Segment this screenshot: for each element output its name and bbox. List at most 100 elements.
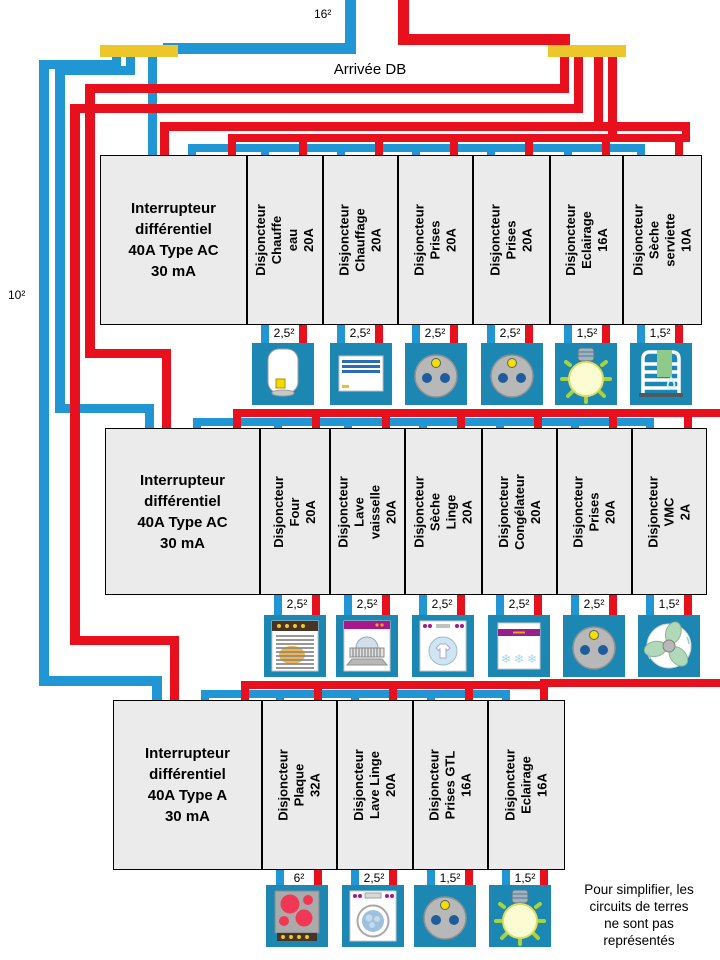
phase-wire-segment	[602, 325, 610, 343]
breaker-label-line: 20A	[519, 228, 535, 252]
outlet-icon	[405, 343, 467, 405]
neutral-wire-segment	[261, 325, 269, 343]
breaker-label-line: 20A	[602, 499, 618, 524]
neutral-wire-segment	[637, 325, 645, 343]
neutral-wire-segment	[345, 0, 356, 54]
busbar-right	[548, 45, 626, 57]
oven-icon	[264, 615, 326, 677]
neutral-wire-segment	[351, 870, 359, 885]
breaker-label-line: Disjoncteur	[275, 749, 291, 821]
wire-gauge-label: 2,5²	[431, 597, 453, 611]
phase-wire-segment	[299, 134, 307, 155]
breaker-label-line: Four	[287, 497, 303, 526]
breaker-label-line: 20A	[527, 499, 543, 524]
breaker-label-line: Prises	[503, 220, 519, 260]
phase-wire-segment	[85, 349, 171, 358]
phase-wire-segment	[684, 409, 692, 428]
phase-wire-segment	[560, 57, 569, 93]
towel-dryer-icon	[630, 343, 692, 405]
cooktop-icon	[266, 885, 328, 947]
differential-label-line: Interrupteur	[139, 471, 225, 489]
neutral-wire-segment	[55, 66, 65, 413]
neutral-wire-segment	[419, 595, 427, 615]
phase-wire-segment	[170, 636, 179, 700]
bulb-icon	[489, 885, 551, 947]
phase-wire-segment	[684, 595, 692, 615]
neutral-wire-segment	[412, 325, 420, 343]
differential-label-line: 40A Type AC	[128, 242, 219, 259]
water-heater-icon	[252, 343, 314, 405]
breaker-label-line: Eclairage	[518, 756, 534, 814]
phase-wire-segment	[675, 134, 683, 155]
neutral-wire-segment	[646, 595, 654, 615]
neutral-wire-segment	[261, 144, 269, 155]
breaker-label-line: Disjoncteur	[487, 204, 503, 276]
phase-wire-segment	[228, 134, 236, 155]
neutral-wire-segment	[487, 325, 495, 343]
differential-label-line: 30 mA	[159, 534, 206, 552]
wire-gauge-label: 2,5²	[273, 326, 295, 340]
neutral-wire-segment	[145, 404, 154, 428]
neutral-wire-segment	[564, 325, 572, 343]
phase-wire-segment	[457, 409, 465, 428]
phase-wire-segment	[602, 134, 610, 155]
neutral-wire-segment	[564, 144, 572, 155]
phase-wire-segment	[160, 122, 690, 131]
wire-gauge-label: 2,5²	[356, 597, 378, 611]
breaker-label-line: 20A	[368, 228, 384, 252]
neutral-wire-segment	[274, 595, 282, 615]
neutral-wire-segment	[344, 418, 352, 428]
wire-gauge-label: 2,5²	[363, 871, 385, 885]
breaker-label-line: 2A	[677, 503, 693, 520]
breaker-label-line: Disjoncteur	[570, 475, 586, 548]
breaker-label-line: Prises	[586, 491, 602, 532]
breaker-label-line: VMC	[661, 497, 677, 526]
neutral-wire-segment	[496, 595, 504, 615]
phase-wire-segment	[609, 409, 617, 428]
neutral-wire-segment	[201, 690, 209, 700]
breaker-label-line: 16A	[534, 773, 550, 797]
breaker-label-line: Chauffe eau	[269, 215, 300, 265]
neutral-wire-segment	[427, 870, 435, 885]
phase-wire-segment	[609, 595, 617, 615]
wire-gauge-label: 2,5²	[424, 326, 446, 340]
neutral-wire-segment	[55, 404, 154, 413]
breaker-label-line: 20A	[303, 499, 319, 524]
phase-wire-segment	[382, 409, 390, 428]
breaker-label-line: 32A	[307, 773, 323, 797]
breaker-label-line: 16A	[594, 228, 610, 252]
phase-wire-segment	[160, 122, 169, 155]
neutral-wire-segment	[337, 325, 345, 343]
footnote: Pour simplifier, les circuits de terres …	[563, 881, 715, 949]
phase-wire-segment	[70, 104, 583, 113]
phase-wire-segment	[85, 84, 95, 358]
differential-label-line: 40A Type A	[147, 787, 228, 804]
footnote-line: ne sont pas	[604, 916, 674, 931]
dishwasher-icon	[336, 615, 398, 677]
breaker-label-line: Plaque	[291, 763, 307, 807]
wire-gauge-label: 1,5²	[439, 871, 461, 885]
neutral-wire-segment	[344, 595, 352, 615]
phase-wire-segment	[85, 84, 569, 93]
svg-text:❄: ❄	[501, 652, 511, 666]
